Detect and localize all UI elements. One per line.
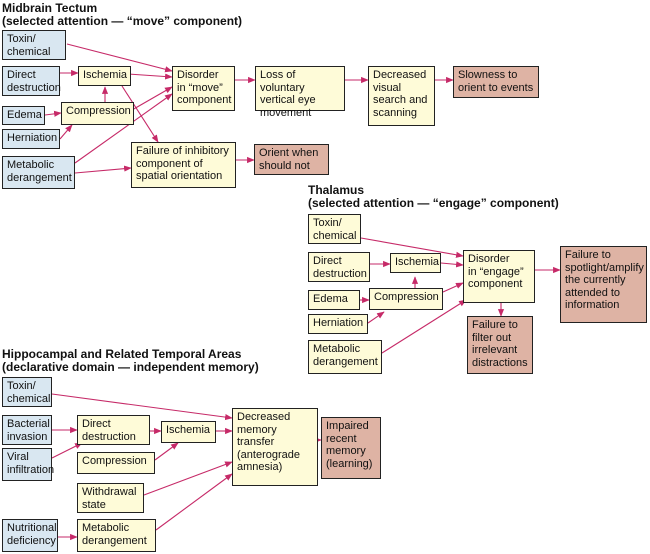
m-failure-box: Failure of inhibitory component of spati… — [131, 142, 236, 188]
m-metabolic-box: Metabolic derangement — [2, 156, 75, 189]
m-herniation-box: Herniation — [2, 129, 60, 149]
thalamus-subtitle: (selected attention — “engage” component… — [308, 196, 559, 210]
m-disorder-box: Disorder in “move” component — [172, 66, 235, 111]
t-spotlight-box: Failure to spotlight/amplify the current… — [560, 246, 647, 323]
m-ischemia-box: Ischemia — [78, 66, 131, 86]
arrow-h-metabolic-decreased — [155, 473, 233, 531]
h-toxin-box: Toxin/ chemical — [2, 377, 52, 407]
t-direct-destruction-box: Direct destruction — [308, 252, 370, 282]
arrow-t-herniation-compression — [367, 311, 385, 324]
arrow-m-herniation-compression — [59, 124, 73, 140]
h-compression-box: Compression — [77, 452, 155, 474]
t-toxin-box: Toxin/ chemical — [308, 214, 361, 244]
m-orient-box: Orient when should not — [254, 144, 329, 175]
midbrain-title: Midbrain Tectum — [2, 1, 98, 15]
h-viral-box: Viral infiltration — [2, 448, 54, 481]
t-compression-box: Compression — [369, 288, 443, 310]
h-impaired-box: Impaired recent memory (learning) — [321, 417, 381, 479]
h-withdrawal-box: Withdrawal state — [77, 483, 144, 513]
arrow-h-withdrawal-decreased — [143, 461, 233, 496]
h-nutritional-box: Nutritional deficiency — [2, 519, 58, 552]
arrow-t-ischemia-disorder — [440, 261, 464, 268]
arrow-t-metabolic-disorder — [381, 299, 467, 354]
arrow-m-ischemia-failure — [121, 85, 159, 143]
arrow-m-compression-disorder — [131, 86, 173, 111]
m-decreased-box: Decreased visual search and scanning — [368, 66, 435, 126]
h-decreased-box: Decreased memory transfer (anterograde a… — [232, 408, 318, 486]
hippocampal-title: Hippocampal and Related Temporal Areas — [2, 347, 242, 361]
m-slowness-box: Slowness to orient to events — [453, 66, 539, 98]
arrow-h-viral-direct — [51, 442, 83, 459]
h-ischemia-box: Ischemia — [161, 421, 216, 443]
t-filter-box: Failure to filter out irrelevant distrac… — [467, 316, 533, 374]
m-edema-box: Edema — [2, 106, 45, 125]
m-direct-destruction-box: Direct destruction — [2, 66, 61, 96]
arrow-m-metabolic-disorder — [74, 93, 173, 164]
arrow-m-ischemia-disorder — [127, 73, 173, 80]
arrow-t-compression-disorder — [442, 282, 464, 293]
h-bacterial-box: Bacterial invasion — [2, 415, 52, 445]
midbrain-subtitle: (selected attention — “move” component) — [2, 14, 243, 28]
arrow-h-toxin-decreased — [51, 393, 233, 421]
arrow-m-edema-compression — [44, 110, 62, 117]
m-toxin-box: Toxin/ chemical — [2, 30, 66, 60]
arrow-m-metabolic-failure — [74, 165, 132, 174]
arrow-t-toxin-disorder — [360, 237, 464, 258]
t-ischemia-box: Ischemia — [390, 253, 441, 273]
t-herniation-box: Herniation — [308, 314, 368, 334]
hippocampal-subtitle: (declarative domain — independent memory… — [2, 360, 259, 374]
arrow-m-toxin-disorder — [66, 43, 173, 73]
m-loss-box: Loss of voluntary vertical eye movement — [255, 66, 345, 119]
arrow-h-compression-ischemia — [154, 442, 179, 461]
h-metabolic-box: Metabolic derangement — [77, 519, 156, 552]
t-disorder-box: Disorder in “engage” component — [463, 250, 535, 303]
t-metabolic-box: Metabolic derangement — [308, 340, 382, 374]
t-edema-box: Edema — [308, 290, 360, 310]
thalamus-title: Thalamus — [308, 183, 365, 197]
h-direct-destruction-box: Direct destruction — [77, 415, 150, 445]
m-compression-box: Compression — [61, 102, 134, 125]
